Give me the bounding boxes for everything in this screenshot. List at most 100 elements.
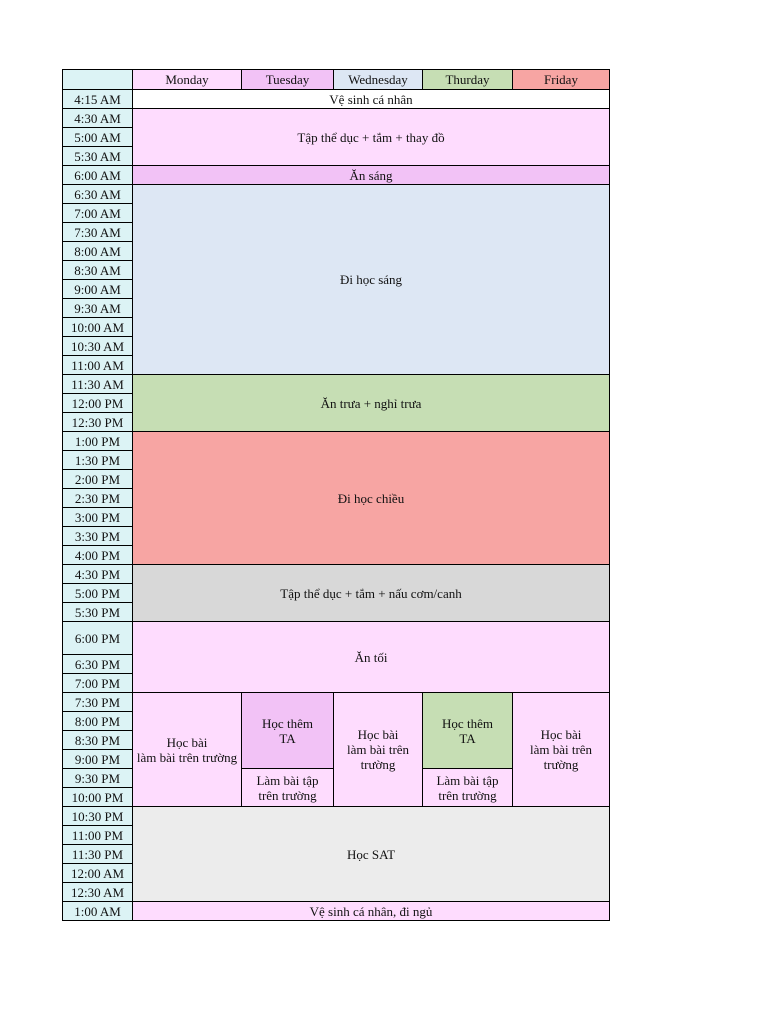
time-cell[interactable]: 4:15 AM <box>62 89 133 109</box>
time-cell[interactable]: 9:00 AM <box>62 279 133 299</box>
time-cell[interactable]: 4:30 PM <box>62 564 133 584</box>
time-cell[interactable]: 12:30 PM <box>62 412 133 432</box>
table-row: 11:30 PM <box>62 844 610 864</box>
table-row: 10:30 AM <box>62 336 610 356</box>
table-row: 2:30 PM <box>62 488 610 508</box>
time-cell[interactable]: 6:00 PM <box>62 621 133 655</box>
time-cell[interactable]: 5:30 PM <box>62 602 133 622</box>
time-cell[interactable]: 11:30 PM <box>62 844 133 864</box>
table-row: 12:30 AM <box>62 882 610 902</box>
activity-di-hoc-sang[interactable]: Đi học sáng <box>132 184 610 375</box>
time-cell[interactable]: 12:30 AM <box>62 882 133 902</box>
activity-di-hoc-chieu[interactable]: Đi học chiều <box>132 431 610 565</box>
time-cell[interactable]: 11:00 AM <box>62 355 133 375</box>
activity-ve-sinh-di-ngu[interactable]: Vệ sinh cá nhân, đi ngủ <box>132 901 610 921</box>
header-tuesday[interactable]: Tuesday <box>241 69 334 90</box>
header-wednesday[interactable]: Wednesday <box>333 69 423 90</box>
time-cell[interactable]: 7:00 AM <box>62 203 133 223</box>
table-row: 12:30 PM <box>62 412 610 432</box>
time-cell[interactable]: 5:00 PM <box>62 583 133 603</box>
table-row: 5:30 AM <box>62 146 610 166</box>
table-row: 4:30 PM Tập thể dục + tắm + nấu cơm/canh <box>62 564 610 622</box>
time-cell[interactable]: 2:00 PM <box>62 469 133 489</box>
header-row: Monday Tuesday Wednesday Thurday Friday <box>62 69 610 90</box>
time-cell[interactable]: 9:30 AM <box>62 298 133 318</box>
time-cell[interactable]: 8:00 AM <box>62 241 133 261</box>
header-monday[interactable]: Monday <box>132 69 242 90</box>
table-row: 1:00 PM Đi học chiều <box>62 431 610 565</box>
time-cell[interactable]: 11:00 PM <box>62 825 133 845</box>
header-friday[interactable]: Friday <box>512 69 610 90</box>
table-row: 9:30 PM Làm bài tập trên trường Làm bài … <box>62 768 610 807</box>
time-cell[interactable]: 10:30 AM <box>62 336 133 356</box>
activity-tuesday-evening-top[interactable]: Học thêm TA <box>241 692 334 769</box>
time-cell[interactable]: 8:30 PM <box>62 730 133 750</box>
table-row: 2:00 PM <box>62 469 610 489</box>
table-row: 1:00 AM Vệ sinh cá nhân, đi ngủ <box>62 901 610 921</box>
table-row: 11:00 PM <box>62 825 610 845</box>
activity-an-trua[interactable]: Ăn trưa + nghỉ trưa <box>132 374 610 432</box>
time-cell[interactable]: 12:00 PM <box>62 393 133 413</box>
table-row: 1:30 PM <box>62 450 610 470</box>
corner-cell[interactable] <box>62 69 133 90</box>
table-row: 6:00 AM Ăn sáng <box>62 165 610 185</box>
table-row: 5:00 AM <box>62 127 610 147</box>
activity-friday-evening[interactable]: Học bài làm bài trên trường <box>512 692 610 807</box>
time-cell[interactable]: 5:30 AM <box>62 146 133 166</box>
time-cell[interactable]: 7:30 PM <box>62 692 133 712</box>
time-cell[interactable]: 9:00 PM <box>62 749 133 769</box>
table-row: 9:00 PM <box>62 749 610 769</box>
time-cell[interactable]: 6:00 AM <box>62 165 133 185</box>
table-row: 4:00 PM <box>62 545 610 565</box>
time-cell[interactable]: 1:00 AM <box>62 901 133 921</box>
time-cell[interactable]: 7:30 AM <box>62 222 133 242</box>
table-row: 3:00 PM <box>62 507 610 527</box>
header-thursday[interactable]: Thurday <box>422 69 513 90</box>
time-cell[interactable]: 4:00 PM <box>62 545 133 565</box>
time-cell[interactable]: 10:00 AM <box>62 317 133 337</box>
time-cell[interactable]: 1:00 PM <box>62 431 133 451</box>
time-cell[interactable]: 10:30 PM <box>62 806 133 826</box>
time-cell[interactable]: 8:00 PM <box>62 711 133 731</box>
table-row: 6:30 PM <box>62 654 610 674</box>
table-row: 12:00 AM <box>62 863 610 883</box>
time-cell[interactable]: 8:30 AM <box>62 260 133 280</box>
table-row: 10:30 PM Học SAT <box>62 806 610 902</box>
table-row: 5:00 PM <box>62 583 610 603</box>
table-row: 7:30 PM Học bài làm bài trên trường Học … <box>62 692 610 807</box>
time-cell[interactable]: 7:00 PM <box>62 673 133 693</box>
time-cell[interactable]: 3:30 PM <box>62 526 133 546</box>
time-cell[interactable]: 5:00 AM <box>62 127 133 147</box>
activity-an-toi[interactable]: Ăn tối <box>132 621 610 693</box>
time-cell[interactable]: 11:30 AM <box>62 374 133 394</box>
time-cell[interactable]: 6:30 PM <box>62 654 133 674</box>
time-cell[interactable]: 1:30 PM <box>62 450 133 470</box>
activity-hoc-sat[interactable]: Học SAT <box>132 806 610 902</box>
activity-monday-evening[interactable]: Học bài làm bài trên trường <box>132 692 242 807</box>
time-cell[interactable]: 9:30 PM <box>62 768 133 788</box>
table-row: 9:00 AM <box>62 279 610 299</box>
table-row: 8:00 PM <box>62 711 610 731</box>
activity-tuesday-evening-bottom[interactable]: Làm bài tập trên trường <box>241 768 334 807</box>
time-cell[interactable]: 12:00 AM <box>62 863 133 883</box>
activity-tap-the-duc-sang[interactable]: Tập thể dục + tắm + thay đồ <box>132 108 610 166</box>
time-cell[interactable]: 10:00 PM <box>62 787 133 807</box>
table-row: 8:00 AM <box>62 241 610 261</box>
table-row: 3:30 PM <box>62 526 610 546</box>
time-cell[interactable]: 6:30 AM <box>62 184 133 204</box>
table-row: 4:15 AM Vệ sinh cá nhân <box>62 89 610 109</box>
time-cell[interactable]: 4:30 AM <box>62 108 133 128</box>
time-cell[interactable]: 2:30 PM <box>62 488 133 508</box>
weekly-schedule-table: Monday Tuesday Wednesday Thurday Friday … <box>62 69 610 921</box>
activity-an-sang[interactable]: Ăn sáng <box>132 165 610 185</box>
table-row: 11:00 AM <box>62 355 610 375</box>
time-cell[interactable]: 3:00 PM <box>62 507 133 527</box>
activity-ve-sinh[interactable]: Vệ sinh cá nhân <box>132 89 610 109</box>
table-row: 4:30 AM Tập thể dục + tắm + thay đồ <box>62 108 610 166</box>
activity-thursday-evening-bottom[interactable]: Làm bài tập trên trường <box>422 768 513 807</box>
activity-wednesday-evening[interactable]: Học bài làm bài trên trường <box>333 692 423 807</box>
table-row: 10:00 AM <box>62 317 610 337</box>
table-row: 6:00 PM Ăn tối <box>62 621 610 693</box>
activity-thursday-evening-top[interactable]: Học thêm TA <box>422 692 513 769</box>
activity-tap-the-duc-chieu[interactable]: Tập thể dục + tắm + nấu cơm/canh <box>132 564 610 622</box>
